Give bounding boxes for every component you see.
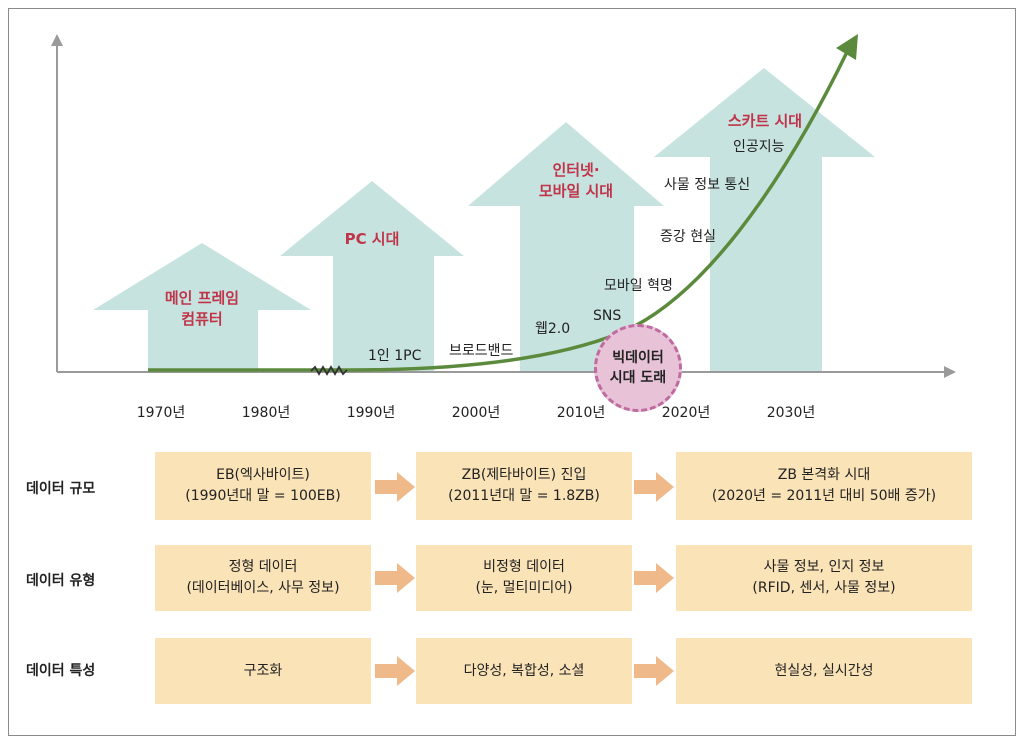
box-line1: 정형 데이터	[228, 559, 298, 575]
box-line2: (데이터베이스, 사무 정보)	[186, 580, 340, 596]
x-axis-arrowhead	[944, 366, 956, 378]
box-line1: 다양성, 복합성, 소셜	[463, 662, 585, 679]
y-axis-arrowhead	[51, 34, 63, 46]
era-label-mainframe: 메인 프레임 컴퓨터	[140, 288, 264, 330]
year-label: 2020년	[661, 405, 711, 421]
flow-arrow-icon	[375, 563, 415, 593]
figure-frame	[8, 8, 1016, 736]
bigdata-label-line2: 시대 도래	[609, 370, 667, 386]
box-line1: 구조화	[243, 662, 283, 679]
box-line1: ZB 본격화 시대	[777, 467, 871, 483]
box-line2: (RFID, 센서, 사물 정보)	[752, 580, 896, 596]
data-characteristics-box: 구조화	[155, 638, 371, 704]
timeline-diagram	[51, 34, 956, 378]
box-line1: 비정형 데이터	[483, 559, 565, 575]
era-label-pc: PC 시대	[326, 229, 418, 250]
year-label: 2010년	[556, 405, 606, 421]
box-line2: (2011년대 말 = 1.8ZB)	[448, 488, 600, 504]
data-scale-box: ZB 본격화 시대 (2020년 = 2011년 대비 50배 증가)	[676, 452, 972, 520]
tech-label: 모바일 혁명	[604, 278, 673, 294]
era-label-line1: 스카트 시대	[727, 112, 803, 130]
data-type-box: 사물 정보, 인지 정보 (RFID, 센서, 사물 정보)	[676, 545, 972, 611]
box-line1: ZB(제타바이트) 진입	[461, 467, 587, 483]
era-label-line1: 메인 프레임	[164, 289, 240, 307]
box-line1: 현실성, 실시간성	[774, 662, 874, 679]
year-label: 1990년	[346, 405, 396, 421]
tech-label: SNS	[593, 308, 622, 324]
year-label: 2000년	[451, 405, 501, 421]
era-label-line2: 컴퓨터	[181, 310, 223, 328]
row-label-data-scale: 데이터 규모	[26, 481, 96, 497]
box-line2: (1990년대 말 = 100EB)	[185, 488, 341, 504]
box-line2: (눈, 멀티미디어)	[475, 580, 573, 596]
era-arrow-internet-mobile	[468, 122, 664, 372]
tech-label: 1인 1PC	[368, 348, 422, 364]
curve-squiggle	[310, 365, 348, 376]
data-type-box: 정형 데이터 (데이터베이스, 사무 정보)	[155, 545, 371, 611]
tech-label: 웹2.0	[535, 321, 571, 337]
tech-label: 브로드밴드	[449, 343, 514, 359]
tech-label: 인공지능	[733, 139, 785, 155]
year-label: 2030년	[766, 405, 816, 421]
box-line1: 사물 정보, 인지 정보	[763, 559, 885, 575]
tech-label: 증강 현실	[660, 229, 716, 245]
flow-arrow-icon	[634, 472, 674, 502]
flow-arrow-icon	[375, 656, 415, 686]
era-arrow-smart	[654, 68, 875, 372]
tech-label: 사물 정보 통신	[664, 177, 751, 193]
era-arrow-pc	[280, 181, 464, 372]
era-label-line1: PC 시대	[344, 230, 400, 248]
data-scale-box: EB(엑사바이트) (1990년대 말 = 100EB)	[155, 452, 371, 520]
row-label-data-characteristics: 데이터 특성	[26, 663, 96, 679]
era-arrow-mainframe	[93, 243, 311, 372]
box-line2: (2020년 = 2011년 대비 50배 증가)	[711, 488, 937, 504]
box-line1: EB(엑사바이트)	[216, 467, 310, 483]
data-characteristics-box: 다양성, 복합성, 소셜	[416, 638, 632, 704]
year-label: 1970년	[136, 405, 186, 421]
flow-arrow-icon	[634, 656, 674, 686]
bigdata-label-line1: 빅데이터	[612, 350, 664, 366]
flow-arrow-icon	[375, 472, 415, 502]
flow-arrow-icon	[634, 563, 674, 593]
data-type-box: 비정형 데이터 (눈, 멀티미디어)	[416, 545, 632, 611]
data-characteristics-box: 현실성, 실시간성	[676, 638, 972, 704]
row-label-data-type: 데이터 유형	[26, 573, 96, 589]
growth-curve-arrowhead	[836, 34, 858, 60]
data-scale-box: ZB(제타바이트) 진입 (2011년대 말 = 1.8ZB)	[416, 452, 632, 520]
bigdata-circle: 빅데이터 시대 도래	[594, 324, 682, 412]
year-label: 1980년	[241, 405, 291, 421]
era-label-line1: 인터넷·	[552, 161, 600, 179]
era-label-smart: 스카트 시대	[712, 111, 818, 132]
era-label-internet-mobile: 인터넷· 모바일 시대	[520, 160, 632, 202]
era-label-line2: 모바일 시대	[538, 182, 614, 200]
